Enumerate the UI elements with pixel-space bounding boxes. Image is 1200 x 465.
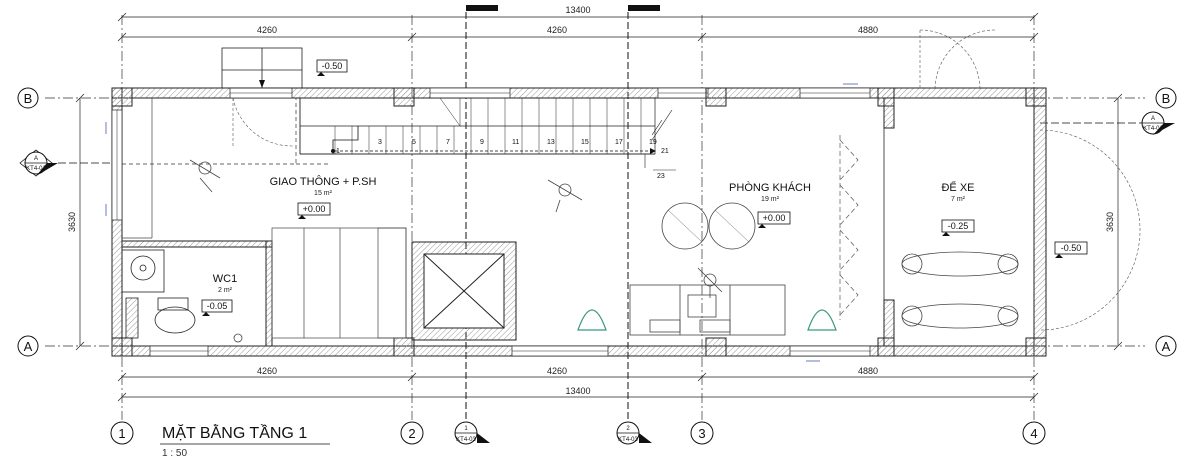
grid-label-a-right: A <box>1162 339 1171 354</box>
people-figures <box>189 159 723 343</box>
room-area-wc1: 2 m² <box>218 287 233 294</box>
top-dimensions <box>117 12 1039 42</box>
section-tag-2-label: 2 <box>626 426 630 432</box>
dim-bay3-top: 4880 <box>858 25 878 35</box>
door-swings <box>232 29 1141 331</box>
level-de-xe: -0.25 <box>948 221 969 231</box>
direction-arrows <box>105 83 858 362</box>
grid-bubble-2 <box>400 421 424 445</box>
living-furniture <box>629 202 786 336</box>
room-name-phong-khach: PHÒNG KHÁCH <box>729 181 811 194</box>
upper-floor-outline <box>122 98 330 165</box>
stair-cut-line-2 <box>651 119 663 136</box>
grid-bubble-a-left <box>17 335 39 357</box>
stair <box>299 97 656 155</box>
wc-fixtures <box>121 249 196 339</box>
section-1-marker-top <box>466 5 498 11</box>
stair-arrow <box>650 148 656 154</box>
elevator <box>411 241 517 341</box>
level-wc1: -0.05 <box>207 301 228 311</box>
stair-step-9: 9 <box>480 139 484 146</box>
stair-step-13: 13 <box>547 139 555 146</box>
dim-bay3-bottom: 4880 <box>858 366 878 376</box>
stair-step-3: 3 <box>378 139 382 146</box>
grid-bubble-b-right <box>1155 87 1177 109</box>
section-tag-left-sheet: KT4-01 <box>26 166 46 172</box>
grid-bubble-b-left <box>17 87 39 109</box>
stair-step-7: 7 <box>446 139 450 146</box>
dim-bay1-bottom: 4260 <box>257 366 277 376</box>
room-name-wc1: WC1 <box>213 273 237 285</box>
grid-bubble-1 <box>110 421 134 445</box>
section-tag-right-sheet: KT4-01 <box>1143 126 1163 132</box>
stair-cut-line <box>651 109 673 141</box>
stair-step-19: 19 <box>649 139 657 146</box>
stair-step-23: 23 <box>657 173 665 180</box>
dim-bay2-bottom: 4260 <box>547 366 567 376</box>
section-tag-2-sheet: KT4-03 <box>618 437 638 443</box>
dim-bay2-top: 4260 <box>547 25 567 35</box>
grid-label-1: 1 <box>118 426 125 441</box>
entry-arrow <box>259 80 265 88</box>
stair-treads <box>334 97 642 154</box>
grid-bubble-a-right <box>1155 335 1177 357</box>
stair-step-5: 5 <box>412 139 416 146</box>
section-tag-2 <box>616 421 652 445</box>
counter-block <box>122 98 407 339</box>
drawing-title: MẶT BẰNG TẦNG 1 <box>162 423 307 442</box>
stair-handrail <box>332 126 359 154</box>
grid-bubble-3 <box>690 421 714 445</box>
level-boxes <box>201 59 1088 313</box>
room-name-giao-thong: GIAO THÔNG + P.SH <box>270 175 377 188</box>
garage-folding-doors <box>839 135 859 320</box>
exterior-walls <box>111 87 1047 357</box>
grid-label-b-left: B <box>24 91 33 106</box>
grid-label-4: 4 <box>1030 426 1037 441</box>
grid-bubble-4 <box>1022 421 1046 445</box>
drawing-scale: 1 : 50 <box>162 448 187 459</box>
level-entry-front: -0.50 <box>1061 243 1082 253</box>
side-dimensions <box>75 93 1123 351</box>
room-area-giao-thong: 15 m² <box>314 190 333 197</box>
section-tag-1-sheet: KT4-03 <box>456 437 476 443</box>
dim-depth-left: 3630 <box>67 212 77 232</box>
section-tag-left <box>19 149 110 177</box>
room-area-phong-khach: 19 m² <box>761 196 780 203</box>
section-tag-right-label: A <box>1151 116 1155 122</box>
section-tag-right <box>1040 111 1175 135</box>
level-markers <box>202 72 1063 316</box>
dim-bay1-top: 4260 <box>257 25 277 35</box>
motorbikes <box>901 251 1019 329</box>
section-tag-1 <box>454 421 490 445</box>
stair-step-15: 15 <box>581 139 589 146</box>
grid-label-2: 2 <box>408 426 415 441</box>
grid-label-a-left: A <box>24 339 33 354</box>
grid-label-b-right: B <box>1162 91 1171 106</box>
columns <box>111 87 1047 357</box>
dim-total-bottom: 13400 <box>565 386 590 396</box>
stair-step-17: 17 <box>615 139 623 146</box>
section-tag-left-label: A <box>34 156 38 162</box>
room-area-de-xe: 7 m² <box>951 196 966 203</box>
grid-label-3: 3 <box>698 426 705 441</box>
level-giao-thong: +0.00 <box>303 204 326 214</box>
stair-step-11: 11 <box>512 139 519 146</box>
section-tag-1-label: 1 <box>464 426 468 432</box>
level-entry-rear: -0.50 <box>322 61 343 71</box>
section-2-marker-top <box>628 5 660 11</box>
dim-depth-right: 3630 <box>1105 212 1115 232</box>
level-phong-khach: +0.00 <box>763 213 786 223</box>
stair-step-1: 1 <box>336 148 340 155</box>
stair-start-dot <box>331 149 335 153</box>
dim-total-top: 13400 <box>565 5 590 15</box>
bottom-dimensions <box>117 372 1039 402</box>
grid-lines <box>45 15 1145 420</box>
room-name-de-xe: ĐỂ XE <box>941 181 974 194</box>
stair-step-21: 21 <box>661 148 669 155</box>
lounge-chairs <box>577 309 837 331</box>
